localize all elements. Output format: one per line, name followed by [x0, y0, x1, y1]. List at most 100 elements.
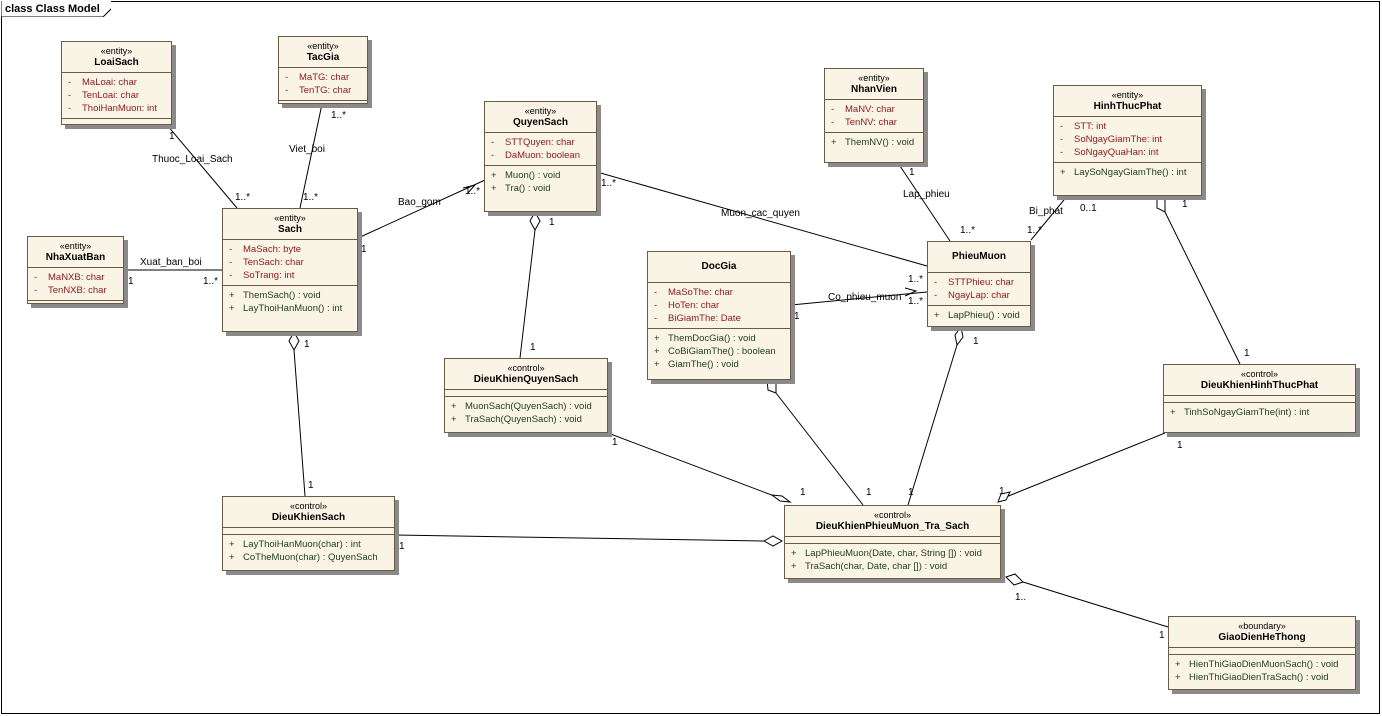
- mult-thuoc-loai-sach-sach: 1..*: [235, 192, 251, 203]
- class-header: «entity» Sach: [223, 209, 357, 240]
- assoc-name-xuat-ban-boi: Xuat_ban_boi: [140, 257, 202, 268]
- mult-sach-dks-top: 1: [304, 339, 310, 350]
- attribute-row: -TenLoai: char: [68, 90, 140, 101]
- assoc-name-bi-phat: Bi_phat: [1029, 206, 1063, 217]
- operation-row: +MuonSach(QuyenSach) : void: [451, 401, 592, 412]
- aggregation-diamond-main-dkqs: [770, 494, 792, 503]
- link-hinhthucphat-dkhtp: [1164, 211, 1241, 365]
- aggregation-diamond-main-dks: [762, 535, 784, 547]
- class-dieukhienphieumuon-tra-sach[interactable]: «control» DieuKhienPhieuMuon_Tra_Sach +L…: [784, 505, 1001, 579]
- operation-row: +Muon() : void: [491, 170, 561, 181]
- attribute-row: -TenNXB: char: [34, 285, 107, 296]
- class-loaisach[interactable]: «entity» LoaiSach -MaLoai: char -TenLoai…: [61, 41, 172, 125]
- operation-row: +GiamThe() : void: [654, 359, 739, 370]
- attribute-row: -SoNgayQuaHan: int: [1060, 147, 1159, 158]
- operation-row: +CoBiGiamThe() : boolean: [654, 346, 776, 357]
- class-header: DocGia: [648, 252, 790, 283]
- operation-row: +CoTheMuon(char) : QuyenSach: [229, 552, 378, 563]
- class-header: «entity» NhanVien: [825, 69, 923, 100]
- attribute-row: -STT: int: [1060, 121, 1107, 132]
- class-name: GiaoDienHeThong: [1218, 632, 1306, 643]
- link-loaisach-sach: [166, 124, 238, 209]
- operation-row: +HienThiGiaoDienMuonSach() : void: [1175, 659, 1339, 670]
- operations-compartment: +HienThiGiaoDienMuonSach() : void +HienT…: [1169, 655, 1355, 687]
- operation-row: +LapPhieuMuon(Date, char, String []) : v…: [791, 548, 982, 559]
- attribute-row: -HoTen: char: [654, 300, 720, 311]
- class-stereotype: «control»: [873, 510, 912, 520]
- operations-compartment: +Muon() : void +Tra() : void: [485, 166, 596, 198]
- attribute-row: -MaNV: char: [831, 104, 895, 115]
- class-giaodienhethong[interactable]: «boundary» GiaoDienHeThong +HienThiGiaoD…: [1168, 616, 1356, 690]
- mult-dkhtp-main-end: 1: [999, 486, 1005, 497]
- class-dieukhiensach[interactable]: «control» DieuKhienSach +LayThoiHanMuon(…: [222, 496, 395, 571]
- class-name: DieuKhienQuyenSach: [473, 374, 579, 385]
- class-nhanvien[interactable]: «entity» NhanVien -MaNV: char -TenNV: ch…: [824, 68, 924, 163]
- attribute-row: -MaNXB: char: [34, 272, 105, 283]
- operations-compartment: +LaySoNgayGiamThe() : int: [1054, 163, 1201, 182]
- mult-docgia-main: 1: [866, 487, 872, 498]
- assoc-name-thuoc-loai-sach: Thuoc_Loai_Sach: [152, 154, 233, 165]
- aggregation-diamond-quyensach: [529, 210, 541, 232]
- frame-title-tab: [1, 1, 111, 17]
- attributes-compartment: [1169, 648, 1355, 655]
- class-stereotype: «entity»: [1111, 90, 1144, 100]
- mult-dkhtp-main-start: 1: [1177, 440, 1183, 451]
- class-stereotype: «control»: [1240, 369, 1279, 379]
- attribute-row: -STTPhieu: char: [934, 277, 1014, 288]
- link-sach-quyensach: [357, 179, 486, 239]
- class-stereotype: «entity»: [100, 46, 133, 56]
- class-stereotype: «boundary»: [1238, 621, 1286, 631]
- attributes-compartment: [445, 390, 607, 397]
- class-header: «entity» LoaiSach: [62, 42, 171, 73]
- class-phieumuon[interactable]: PhieuMuon -STTPhieu: char -NgayLap: char…: [927, 241, 1031, 327]
- mult-muon-cac-quyen-quyensach: 1..*: [601, 178, 617, 189]
- operations-compartment: +ThemDocGia() : void +CoBiGiamThe() : bo…: [648, 329, 790, 374]
- class-header: «control» DieuKhienPhieuMuon_Tra_Sach: [785, 506, 1000, 537]
- link-tacgia-sach: [299, 103, 323, 209]
- class-dieukhienquyensach[interactable]: «control» DieuKhienQuyenSach +MuonSach(Q…: [444, 358, 608, 433]
- mult-dkqs-main-end: 1: [800, 487, 806, 498]
- attribute-row: -SoTrang: int: [229, 270, 295, 281]
- class-hinhthucphat[interactable]: «entity» HinhThucPhat -STT: int -SoNgayG…: [1053, 85, 1202, 196]
- attributes-compartment: -MaTG: char -TenTG: char: [279, 68, 367, 101]
- mult-dkqs-main-start: 1: [612, 437, 618, 448]
- operation-row: +TraSach(char, Date, char []) : void: [791, 561, 948, 572]
- operation-row: +LayThoiHanMuon(char) : int: [229, 539, 361, 550]
- link-dks-main: [394, 534, 765, 542]
- class-dieukhienhinhthucphat[interactable]: «control» DieuKhienHinhThucPhat +TinhSoN…: [1163, 364, 1356, 433]
- class-tacgia[interactable]: «entity» TacGia -MaTG: char -TenTG: char: [278, 36, 368, 104]
- class-header: «boundary» GiaoDienHeThong: [1169, 617, 1355, 648]
- class-sach[interactable]: «entity» Sach -MaSach: byte -TenSach: ch…: [222, 208, 358, 332]
- class-stereotype: «control»: [507, 363, 545, 373]
- nav-arrow-co-phieu-muon: [904, 287, 918, 297]
- mult-co-phieu-muon-docgia: 1: [794, 311, 800, 322]
- class-stereotype: «entity»: [524, 106, 557, 116]
- class-name: PhieuMuon: [952, 251, 1006, 262]
- link-docgia-phieumuon: [790, 291, 928, 306]
- attributes-compartment: -STT: int -SoNgayGiamThe: int -SoNgayQua…: [1054, 117, 1201, 163]
- frame-title: class Class Model: [5, 3, 100, 15]
- attribute-row: -DaMuon: boolean: [491, 150, 580, 161]
- class-stereotype: «control»: [289, 501, 328, 511]
- attributes-compartment: -MaSach: byte -TenSach: char -SoTrang: i…: [223, 240, 357, 286]
- attributes-compartment: -MaNV: char -TenNV: char: [825, 100, 923, 133]
- mult-lap-phieu-nhanvien: 1: [909, 167, 915, 178]
- class-nhaxuatban[interactable]: «entity» NhaXuatBan -MaNXB: char -TenNXB…: [27, 236, 124, 304]
- link-quyensach-phieumuon: [596, 171, 928, 267]
- class-docgia[interactable]: DocGia -MaSoThe: char -HoTen: char -BiGi…: [647, 251, 791, 380]
- aggregation-diamond-main-gd: [1005, 573, 1024, 586]
- class-stereotype: «entity»: [858, 73, 890, 83]
- attributes-compartment: -MaNXB: char -TenNXB: char: [28, 268, 123, 301]
- mult-bao-gom-sach: 1: [361, 244, 367, 255]
- mult-co-phieu-muon-phieumuon: 1..*: [908, 296, 924, 307]
- mult-muon-cac-quyen-phieumuon: 1..*: [908, 274, 924, 285]
- class-name: NhanVien: [851, 84, 897, 95]
- mult-viet-boi-tacgia: 1..*: [331, 110, 347, 121]
- assoc-name-bao-gom: Bao_gom: [398, 197, 441, 208]
- class-name: NhaXuatBan: [45, 252, 106, 263]
- link-hinhthucphat-phieumuon: [1030, 194, 1069, 241]
- operation-row: +ThemDocGia() : void: [654, 333, 756, 344]
- class-header: «entity» QuyenSach: [485, 102, 596, 133]
- class-quyensach[interactable]: «entity» QuyenSach -STTQuyen: char -DaMu…: [484, 101, 597, 212]
- attributes-compartment: [223, 528, 394, 535]
